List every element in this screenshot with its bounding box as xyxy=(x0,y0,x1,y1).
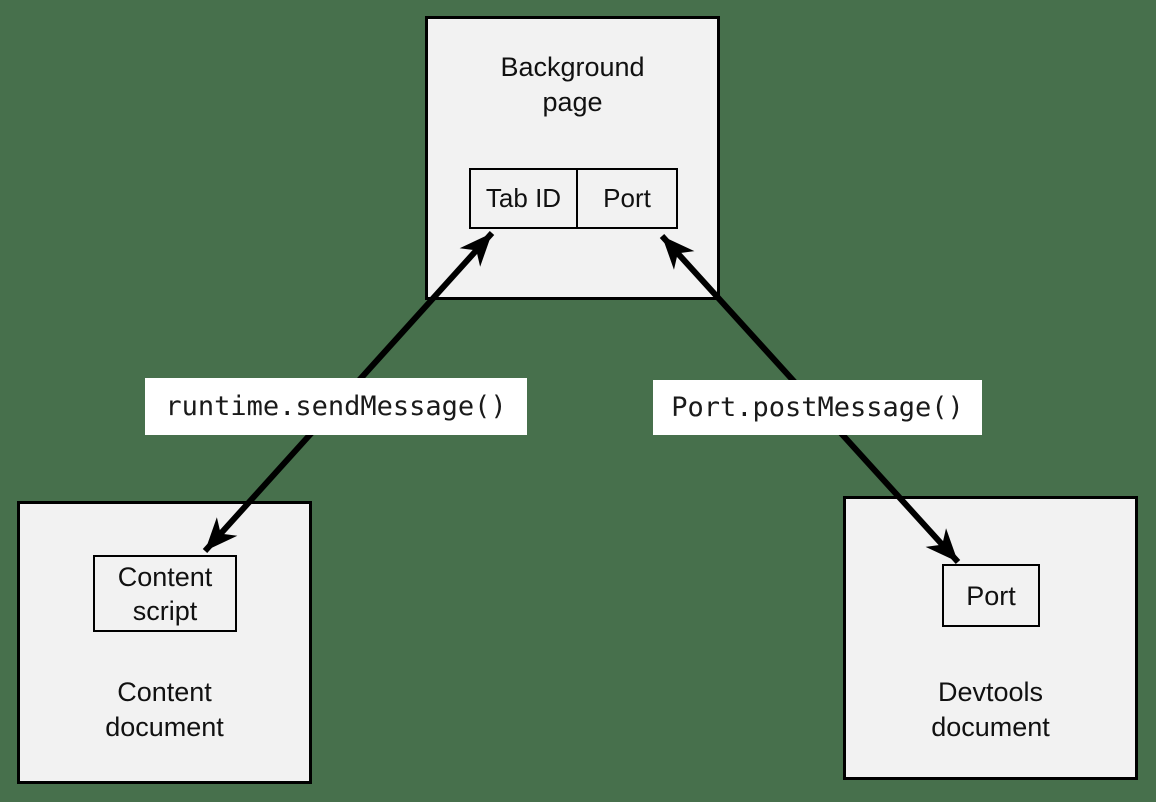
content-script-box: Content script xyxy=(93,555,237,632)
port-postmessage-label: Port.postMessage() xyxy=(653,380,982,435)
tabid-port-table: Tab ID Port xyxy=(469,168,678,229)
background-page-title: Background page xyxy=(500,52,645,117)
content-document-title: Content document xyxy=(105,677,224,742)
port-cell: Port xyxy=(578,168,678,229)
devtools-document-title: Devtools document xyxy=(931,677,1050,742)
devtools-port-box: Port xyxy=(942,564,1040,627)
runtime-sendmessage-label: runtime.sendMessage() xyxy=(145,378,527,435)
tab-id-cell: Tab ID xyxy=(469,168,578,229)
